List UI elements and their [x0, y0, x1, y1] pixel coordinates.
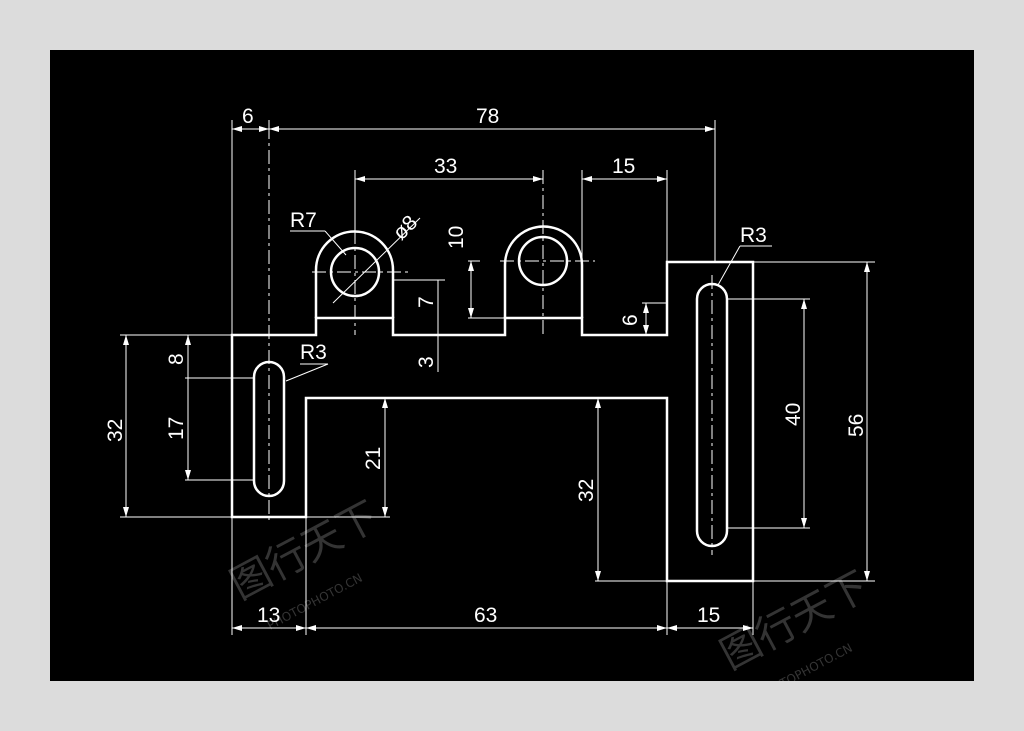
dim-13-bottom: 13 — [257, 604, 280, 627]
dim-r3-left: R3 — [300, 341, 327, 364]
dim-63-bottom: 63 — [474, 604, 497, 627]
dim-32-left: 32 — [104, 419, 127, 442]
dim-r7: R7 — [290, 209, 317, 232]
watermark-glyphs: 图行天下 — [223, 493, 386, 609]
dim-17-left: 17 — [165, 417, 188, 440]
dim-21: 21 — [362, 447, 385, 470]
dim-40: 40 — [782, 403, 805, 426]
watermark: 图行天下 PHOTOPHOTO.CN 图行天下 PHOTOPHOTO.CN — [223, 493, 876, 681]
dim-top-78: 78 — [476, 105, 499, 128]
dim-10: 10 — [445, 226, 468, 249]
dim-32-inner: 32 — [575, 479, 598, 502]
dim-dia-8: ø8 — [389, 211, 423, 245]
dim-15-bottom: 15 — [697, 604, 720, 627]
dim-top-6: 6 — [242, 105, 254, 128]
dim-15-top: 15 — [612, 155, 635, 178]
dim-r3-right: R3 — [740, 224, 767, 247]
dim-6-right: 6 — [619, 314, 642, 326]
dimension-lines — [120, 120, 875, 635]
dim-3: 3 — [415, 356, 438, 368]
drawing-canvas: 图行天下 PHOTOPHOTO.CN 图行天下 PHOTOPHOTO.CN — [50, 50, 974, 681]
cad-drawing: 图行天下 PHOTOPHOTO.CN 图行天下 PHOTOPHOTO.CN — [104, 105, 876, 681]
arrowheads — [123, 126, 870, 631]
dim-8-left: 8 — [165, 353, 188, 365]
dim-56: 56 — [845, 414, 868, 437]
center-lines — [268, 125, 713, 555]
dim-33: 33 — [434, 155, 457, 178]
dim-7: 7 — [415, 296, 438, 308]
